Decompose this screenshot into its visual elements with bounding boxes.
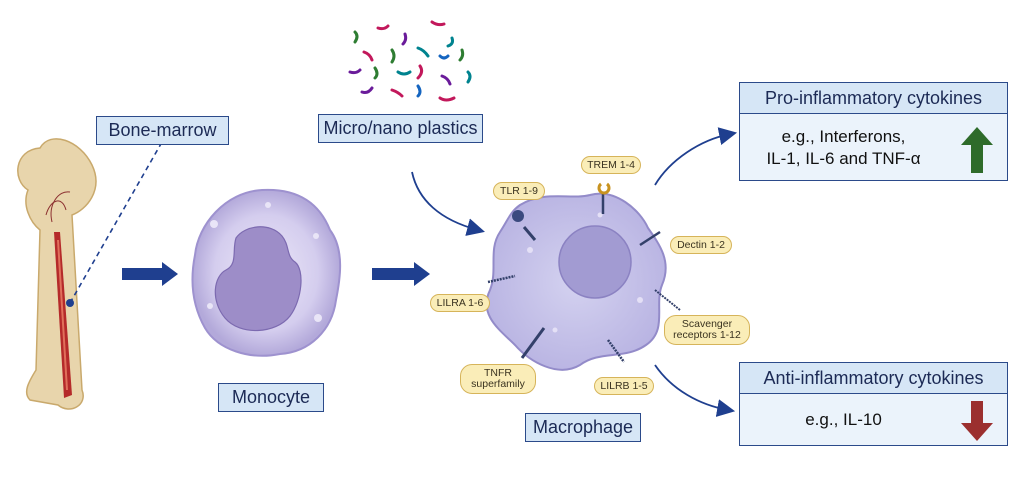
pro-inflammatory-panel: Pro-inflammatory cytokines e.g., Interfe… — [739, 82, 1008, 181]
up-arrow-icon — [961, 127, 993, 173]
bone-marrow-pointer-line — [69, 141, 163, 304]
receptor-label-lilrb-text: LILRB 1-5 — [600, 379, 648, 392]
pro-inflammatory-line1: e.g., Interferons, — [781, 126, 906, 146]
receptor-label-scavenger: Scavenger receptors 1-12 — [664, 315, 750, 345]
receptor-label-lilra: LILRA 1-6 — [430, 294, 490, 312]
macrophage-label-text: Macrophage — [532, 417, 634, 437]
receptor-label-tnfr: TNFR superfamily — [460, 364, 536, 394]
pro-inflammatory-body: e.g., Interferons, IL-1, IL-6 and TNF-α — [740, 115, 947, 180]
down-arrow-icon — [961, 401, 993, 441]
bone-marrow-label: Bone-marrow — [96, 116, 229, 145]
anti-inflammatory-body: e.g., IL-10 — [740, 395, 947, 445]
receptor-label-tnfr-line2: superfamily — [471, 378, 525, 390]
pro-inflammatory-title: Pro-inflammatory cytokines — [740, 83, 1007, 114]
plastic-particles — [348, 20, 472, 102]
monocyte-label-text: Monocyte — [231, 387, 311, 407]
pro-inflammatory-line2: IL-1, IL-6 and TNF-α — [766, 148, 921, 168]
receptor-label-lilra-text: LILRA 1-6 — [436, 296, 484, 309]
bone-marrow-label-text: Bone-marrow — [108, 120, 217, 140]
receptor-label-tnfr-line1: TNFR — [484, 367, 512, 379]
monocyte-cell — [191, 188, 342, 357]
to-anti-inflammatory-arrow — [654, 364, 736, 417]
receptor-label-trem-text: TREM 1-4 — [587, 158, 635, 171]
micro-nano-plastics-label-text: Micro/nano plastics — [323, 118, 478, 138]
bone-illustration — [17, 138, 97, 410]
anti-inflammatory-panel: Anti-inflammatory cytokines e.g., IL-10 — [739, 362, 1008, 446]
receptor-label-dectin-text: Dectin 1-2 — [677, 238, 725, 251]
receptor-label-tlr: TLR 1-9 — [493, 182, 545, 200]
receptor-label-scavenger-line2: receptors 1-12 — [673, 329, 741, 341]
monocyte-label: Monocyte — [218, 383, 324, 412]
plastics-to-macrophage-arrow — [411, 171, 485, 236]
anti-inflammatory-line1: e.g., IL-10 — [805, 410, 882, 429]
receptor-label-tlr-text: TLR 1-9 — [500, 184, 538, 197]
anti-inflammatory-title: Anti-inflammatory cytokines — [740, 363, 1007, 394]
macrophage-cell — [485, 182, 681, 371]
receptor-label-dectin: Dectin 1-2 — [670, 236, 732, 254]
macrophage-label: Macrophage — [525, 413, 641, 442]
receptor-label-lilrb: LILRB 1-5 — [594, 377, 654, 395]
micro-nano-plastics-label: Micro/nano plastics — [318, 114, 483, 143]
receptor-label-trem: TREM 1-4 — [581, 156, 641, 174]
receptor-label-scavenger-line1: Scavenger — [681, 318, 733, 330]
to-pro-inflammatory-arrow — [654, 127, 738, 186]
flow-arrows — [122, 262, 430, 286]
